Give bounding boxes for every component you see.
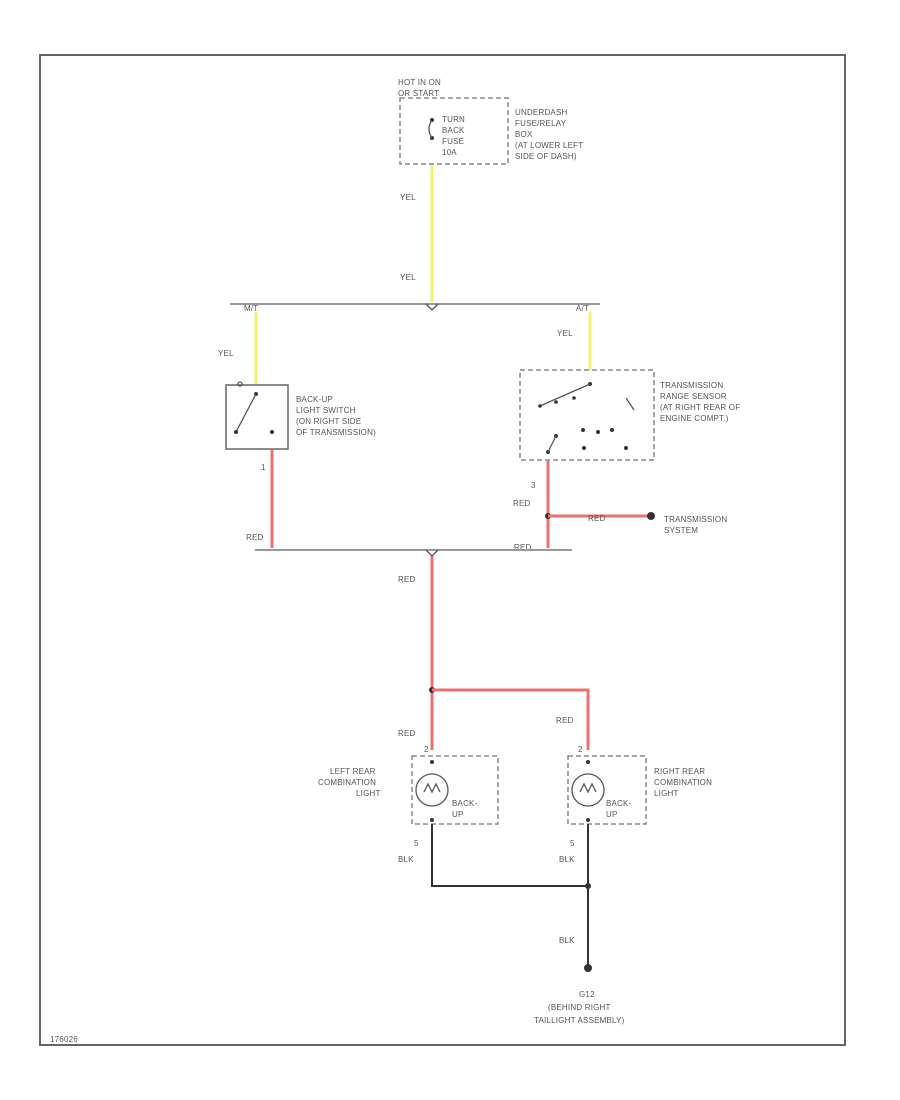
- backup-light-switch: BACK-UP LIGHT SWITCH (ON RIGHT SIDE OF T…: [225, 381, 376, 472]
- right-light-pin-top: 2: [578, 745, 583, 754]
- transmission-system-terminal: [647, 512, 655, 520]
- fuse-box-name-5: SIDE OF DASH): [515, 152, 577, 161]
- blk-wire-left: [431, 824, 588, 887]
- red-wire-right-lamp: [432, 688, 590, 750]
- wire-label-yel-right: YEL: [557, 329, 573, 338]
- left-light-outline: [411, 755, 499, 825]
- transmission-system-label-2: SYSTEM: [664, 526, 698, 535]
- range-sensor-name-2: RANGE SENSOR: [660, 392, 727, 401]
- left-bulb-label-2: UP: [452, 810, 464, 819]
- right-light-name-1: RIGHT REAR: [654, 767, 705, 776]
- wire-label-red-lamp-right: RED: [556, 716, 574, 725]
- fuse-box-name-2: FUSE/RELAY: [515, 119, 567, 128]
- left-light-name-2: COMBINATION: [318, 778, 376, 787]
- fuse-hot-label-2: OR START: [398, 89, 439, 98]
- transmission-system-label-1: TRANSMISSION: [664, 515, 727, 524]
- backup-switch-pin: 1: [261, 463, 266, 472]
- right-rear-combination-light: 2 BACK- UP RIGHT REAR COMBINATION LIGHT …: [567, 745, 712, 848]
- fuse-label-4: 10A: [442, 148, 457, 157]
- backup-switch-name-2: LIGHT SWITCH: [296, 406, 356, 415]
- wire-label-blk-right: BLK: [559, 855, 575, 864]
- wire-label-red-branch: RED: [588, 514, 606, 523]
- left-light-name-3: LIGHT: [356, 789, 381, 798]
- diagram-frame: [39, 54, 846, 1046]
- right-light-outline: [567, 755, 647, 825]
- fuse-box: HOT IN ON OR START TURN BACK FUSE 10A UN…: [398, 78, 583, 165]
- wire-label-red-main: RED: [398, 575, 416, 584]
- left-light-pin-bottom: 5: [414, 839, 419, 848]
- right-bulb-label-2: UP: [606, 810, 618, 819]
- right-light-name-3: LIGHT: [654, 789, 679, 798]
- backup-switch-outline: [225, 384, 289, 450]
- left-backup-bulb-icon: [415, 773, 449, 807]
- backup-switch-name-1: BACK-UP: [296, 395, 333, 404]
- fuse-box-name-4: (AT LOWER LEFT: [515, 141, 583, 150]
- fuse-label-3: FUSE: [442, 137, 464, 146]
- range-sensor-outline: [519, 369, 655, 461]
- splice-ground: [585, 883, 591, 889]
- right-light-name-2: COMBINATION: [654, 778, 712, 787]
- transmission-mt-label: M/T: [244, 304, 258, 313]
- transmission-at-label: A/T: [576, 304, 589, 313]
- wire-label-blk-ground: BLK: [559, 936, 575, 945]
- range-sensor-name-3: (AT RIGHT REAR OF: [660, 403, 740, 412]
- backup-switch-name-3: (ON RIGHT SIDE: [296, 417, 361, 426]
- range-sensor-name-1: TRANSMISSION: [660, 381, 723, 390]
- wire-label-yel-left: YEL: [218, 349, 234, 358]
- right-bulb-label-1: BACK-: [606, 799, 632, 808]
- left-light-name-1: LEFT REAR: [330, 767, 376, 776]
- ground-id: G12: [579, 990, 595, 999]
- fuse-hot-label-1: HOT IN ON: [398, 78, 441, 87]
- fuse-label-2: BACK: [442, 126, 465, 135]
- wire-label-yel-1: YEL: [400, 193, 416, 202]
- wire-label-blk-left: BLK: [398, 855, 414, 864]
- fuse-box-name-3: BOX: [515, 130, 533, 139]
- range-sensor-name-4: ENGINE COMPT.): [660, 414, 729, 423]
- ground-name-2: TAILLIGHT ASSEMBLY): [534, 1016, 625, 1025]
- left-bulb-label-1: BACK-: [452, 799, 478, 808]
- transmission-range-sensor: TRANSMISSION RANGE SENSOR (AT RIGHT REAR…: [519, 369, 740, 490]
- wire-label-yel-2: YEL: [400, 273, 416, 282]
- left-light-pin-top: 2: [424, 745, 429, 754]
- fuse-label-1: TURN: [442, 115, 465, 124]
- fuse-box-outline: [399, 97, 509, 165]
- fuse-box-name-1: UNDERDASH: [515, 108, 567, 117]
- wire-label-red-lamp-left: RED: [398, 729, 416, 738]
- range-sensor-pin: 3: [531, 481, 536, 490]
- right-backup-bulb-icon: [571, 773, 605, 807]
- wire-label-red-right-lower: RED: [514, 543, 532, 552]
- wire-label-red-right-upper: RED: [513, 499, 531, 508]
- wire-label-red-left: RED: [246, 533, 264, 542]
- ground-point: [584, 964, 592, 972]
- backup-switch-name-4: OF TRANSMISSION): [296, 428, 376, 437]
- right-light-pin-bottom: 5: [570, 839, 575, 848]
- left-rear-combination-light: 2 BACK- UP LEFT REAR COMBINATION LIGHT 5: [318, 745, 499, 848]
- diagram-code: 176026: [50, 1035, 78, 1044]
- ground-name-1: (BEHIND RIGHT: [548, 1003, 611, 1012]
